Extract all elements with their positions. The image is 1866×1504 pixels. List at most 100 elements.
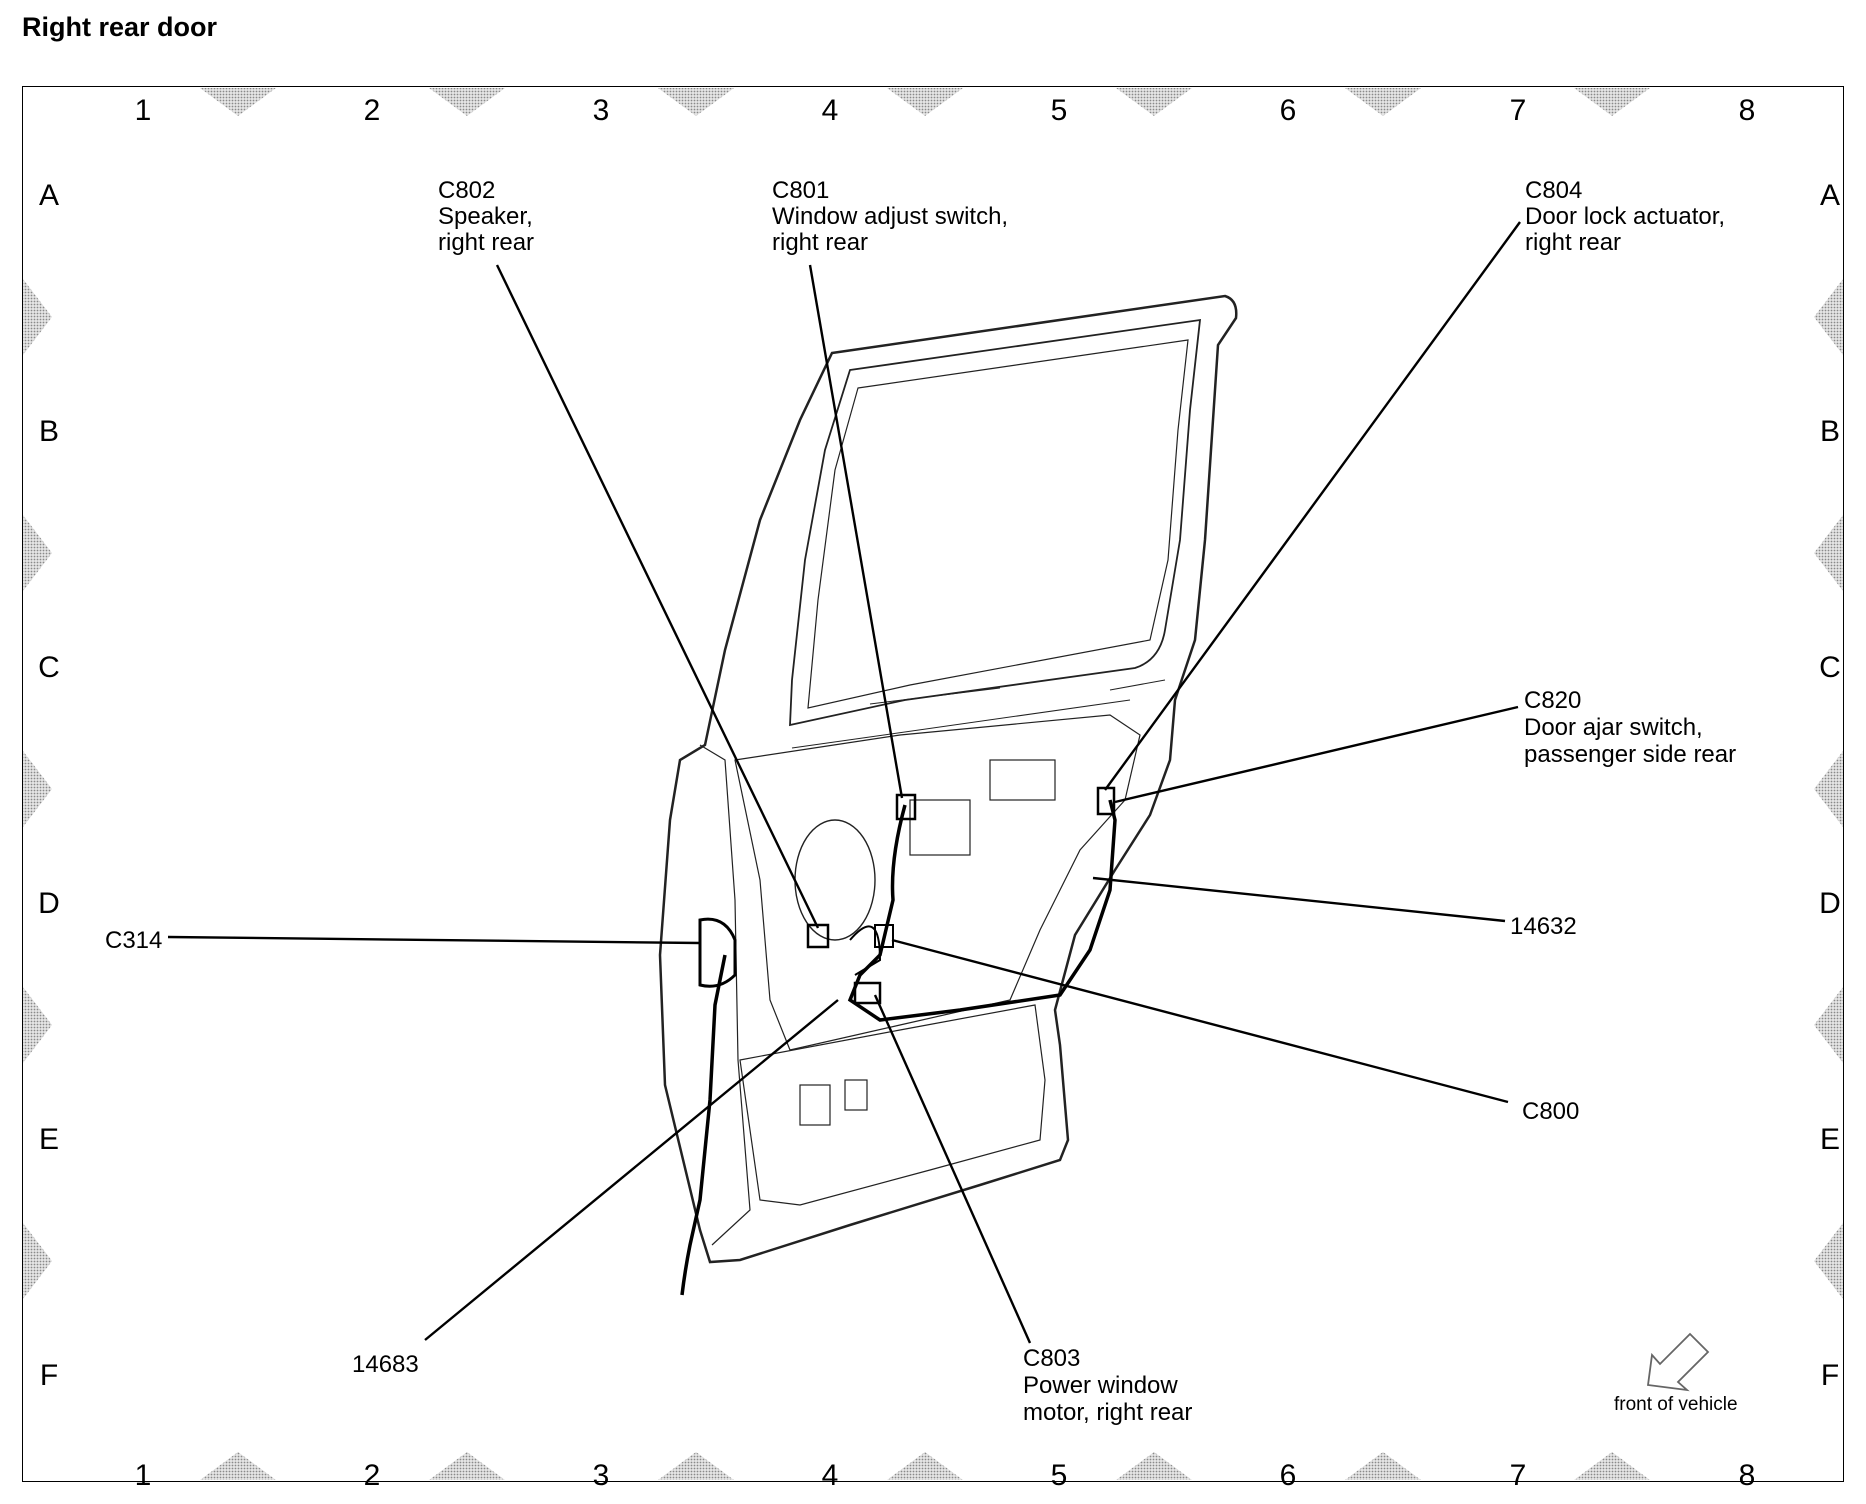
connector-c802 [806, 923, 830, 949]
connector-c800 [874, 924, 894, 948]
grid-marker [658, 1452, 734, 1480]
grid-marker [23, 1223, 52, 1299]
lower-clip [799, 1084, 831, 1126]
grid-marker [1814, 1223, 1843, 1299]
callout-14683: 14683 [352, 1351, 419, 1378]
grid-columns-bottom: 1 2 3 4 5 6 7 8 [135, 1459, 1756, 1492]
callout-c820: C820 Door ajar switch, passenger side re… [1524, 687, 1736, 768]
door-lower-panel [739, 1004, 1046, 1206]
grid-marker [887, 1452, 963, 1480]
grid-col-label: 5 [1051, 1459, 1068, 1492]
grid-row-label: E [39, 1123, 59, 1156]
leader-14683 [424, 999, 839, 1341]
callout-code: C802 [438, 177, 495, 204]
grid-col-label: 8 [1739, 94, 1756, 127]
grid-marker [1574, 1452, 1650, 1480]
leader-c820 [1114, 705, 1519, 804]
grid-row-label: A [1820, 179, 1840, 212]
callout-desc: right rear [772, 229, 868, 256]
callout-desc: right rear [1525, 229, 1621, 256]
grid-markers-bottom [200, 1452, 1650, 1480]
grid-row-label: B [1820, 415, 1840, 448]
front-of-vehicle-label: front of vehicle [1614, 1394, 1738, 1415]
grid-rows-right: A B C D E F [1819, 179, 1841, 1392]
leader-c801 [808, 264, 904, 799]
grid-col-label: 7 [1510, 1459, 1527, 1492]
grid-marker [1814, 987, 1843, 1063]
grid-row-label: A [39, 179, 59, 212]
callout-desc: passenger side rear [1524, 741, 1736, 768]
grid-row-label: D [38, 887, 60, 920]
connector-c801 [895, 793, 917, 821]
callout-code: C803 [1023, 1345, 1080, 1372]
grid-col-label: 2 [364, 94, 381, 127]
leader-c800 [891, 938, 1509, 1104]
callout-c800: C800 [1522, 1098, 1579, 1125]
grid-marker [1574, 88, 1650, 116]
grid-col-label: 3 [593, 94, 610, 127]
grid-col-label: 4 [822, 1459, 839, 1492]
callout-code: C820 [1524, 687, 1581, 714]
grid-col-label: 8 [1739, 1459, 1756, 1492]
grid-col-label: 2 [364, 1459, 381, 1492]
grid-marker [1345, 88, 1421, 116]
callout-c803: C803 Power window motor, right rear [1023, 1345, 1192, 1426]
grid-col-label: 6 [1280, 1459, 1297, 1492]
grid-col-label: 5 [1051, 94, 1068, 127]
door-window-opening [789, 318, 1202, 727]
leader-c804 [1104, 221, 1521, 791]
grid-col-label: 3 [593, 1459, 610, 1492]
door-trim-line [791, 679, 1166, 749]
grid-markers-top [200, 88, 1650, 116]
grid-col-label: 6 [1280, 94, 1297, 127]
callout-desc: Speaker, [438, 203, 533, 230]
grid-rows-left: A B C D E F [38, 179, 60, 1392]
grid-marker [1814, 751, 1843, 827]
callout-desc: Door ajar switch, [1524, 714, 1703, 741]
grid-markers-right [1814, 279, 1843, 1299]
lower-clip [844, 1079, 868, 1111]
grid-col-label: 7 [1510, 94, 1527, 127]
grid-marker [658, 88, 734, 116]
grid-row-label: F [40, 1359, 58, 1392]
door-inner-panel [734, 714, 1141, 1051]
grid-row-label: F [1821, 1359, 1839, 1392]
leader-c802 [495, 264, 820, 929]
wiring-harness [847, 799, 1117, 1022]
front-arrow-icon [1646, 1332, 1710, 1392]
door-window-inner [807, 339, 1189, 709]
callout-desc: Door lock actuator, [1525, 203, 1725, 230]
diagram-frame [22, 86, 1844, 1482]
grid-row-label: B [39, 415, 59, 448]
callout-c802: C802 Speaker, right rear [438, 177, 534, 256]
grid-marker [1345, 1452, 1421, 1480]
speaker-cutout [794, 819, 876, 941]
grid-col-label: 1 [135, 1459, 152, 1492]
grid-marker [429, 1452, 505, 1480]
callout-code: C804 [1525, 177, 1582, 204]
callout-c804: C804 Door lock actuator, right rear [1525, 177, 1725, 256]
connector-c803 [853, 981, 882, 1005]
grid-marker [1116, 88, 1192, 116]
wiring-harness [680, 954, 727, 1296]
grid-row-label: D [1819, 887, 1841, 920]
grid-marker [200, 1452, 276, 1480]
grid-marker [23, 515, 52, 591]
grid-col-label: 1 [135, 94, 152, 127]
door-outer-frame [658, 294, 1238, 1264]
page-title: Right rear door [22, 12, 218, 42]
leader-c314 [167, 935, 701, 945]
access-hole [989, 759, 1056, 801]
callout-c314: C314 [105, 927, 162, 954]
grid-marker [200, 88, 276, 116]
door-illustration [658, 294, 1238, 1296]
grid-row-label: C [38, 651, 60, 684]
grid-marker [23, 987, 52, 1063]
grid-markers-left [23, 279, 52, 1299]
callout-c801: C801 Window adjust switch, right rear [772, 177, 1008, 256]
grid-row-label: E [1820, 1123, 1840, 1156]
grid-marker [429, 88, 505, 116]
grid-marker [1814, 279, 1843, 355]
grid-columns-top: 1 2 3 4 5 6 7 8 [135, 94, 1756, 127]
